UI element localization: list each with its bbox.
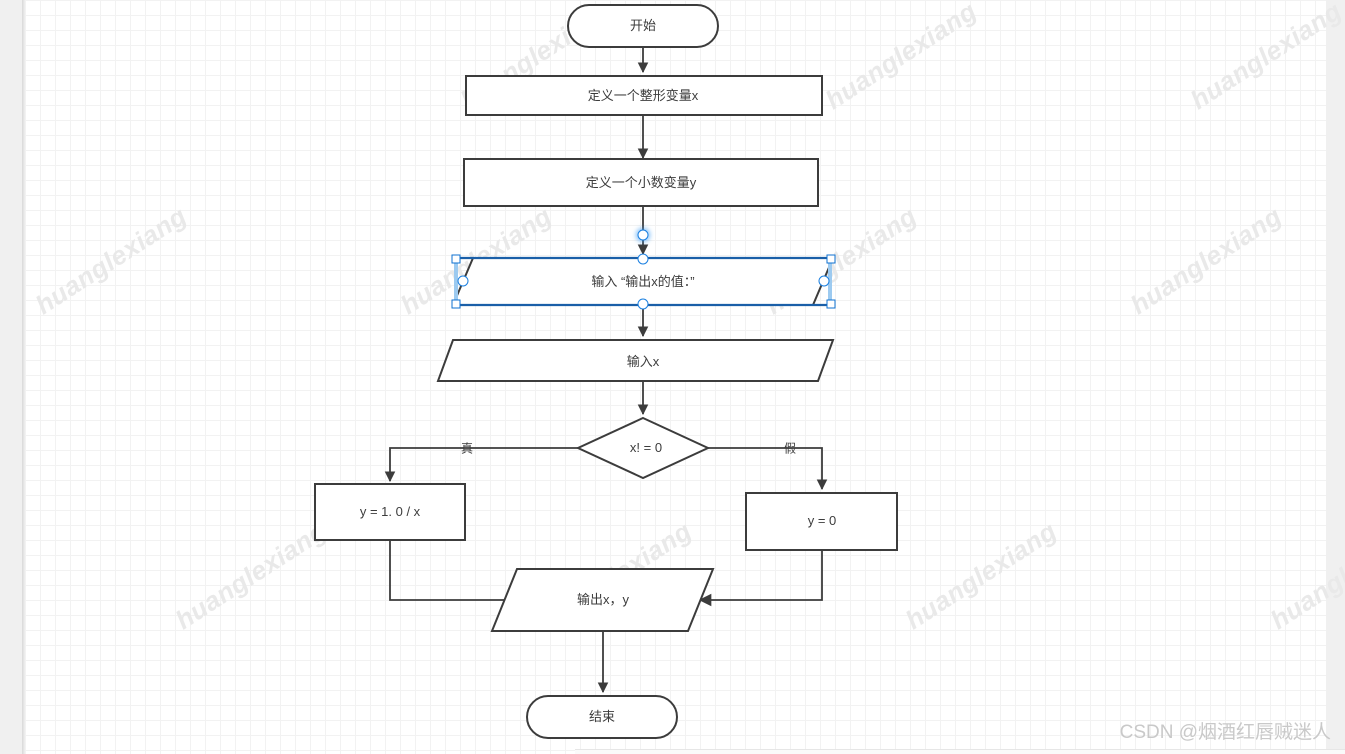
selection-handle-left-middle[interactable] [457, 275, 469, 287]
node-label-assign2: y = 0 [807, 513, 837, 529]
node-label-assign1: y = 1. 0 / x [359, 504, 421, 520]
selection-handle-top-center[interactable] [637, 253, 649, 265]
csdn-credit-watermark: CSDN @烟酒红唇贼迷人 [1119, 722, 1331, 743]
node-label-inputx: 输入x [626, 354, 660, 370]
node-label-start: 开始 [629, 18, 657, 34]
node-label-decly: 定义一个小数变量y [585, 175, 697, 191]
canvas-right-gutter [1326, 0, 1345, 754]
selection-handle-bottom-center[interactable] [637, 298, 649, 310]
selection-handle-top-left[interactable] [451, 254, 461, 264]
node-label-output: 输出x，y [576, 592, 630, 608]
selection-handle-right-middle[interactable] [818, 275, 830, 287]
selection-handle-bottom-right[interactable] [826, 299, 836, 309]
edge-label-false: 假 [783, 441, 797, 456]
node-label-end: 结束 [588, 709, 616, 725]
connector-endpoint-handle[interactable] [637, 229, 649, 241]
node-label-cond: x! = 0 [629, 440, 663, 456]
selection-handle-top-right[interactable] [826, 254, 836, 264]
bottom-divider [575, 749, 1345, 754]
selection-handle-bottom-left[interactable] [451, 299, 461, 309]
canvas-left-gutter [0, 0, 25, 754]
node-label-prompt: 输入 “输出x的值：” [591, 274, 695, 290]
node-label-declx: 定义一个整形变量x [587, 88, 699, 104]
edge-label-true: 真 [460, 441, 474, 456]
grid-canvas[interactable] [25, 0, 1326, 754]
